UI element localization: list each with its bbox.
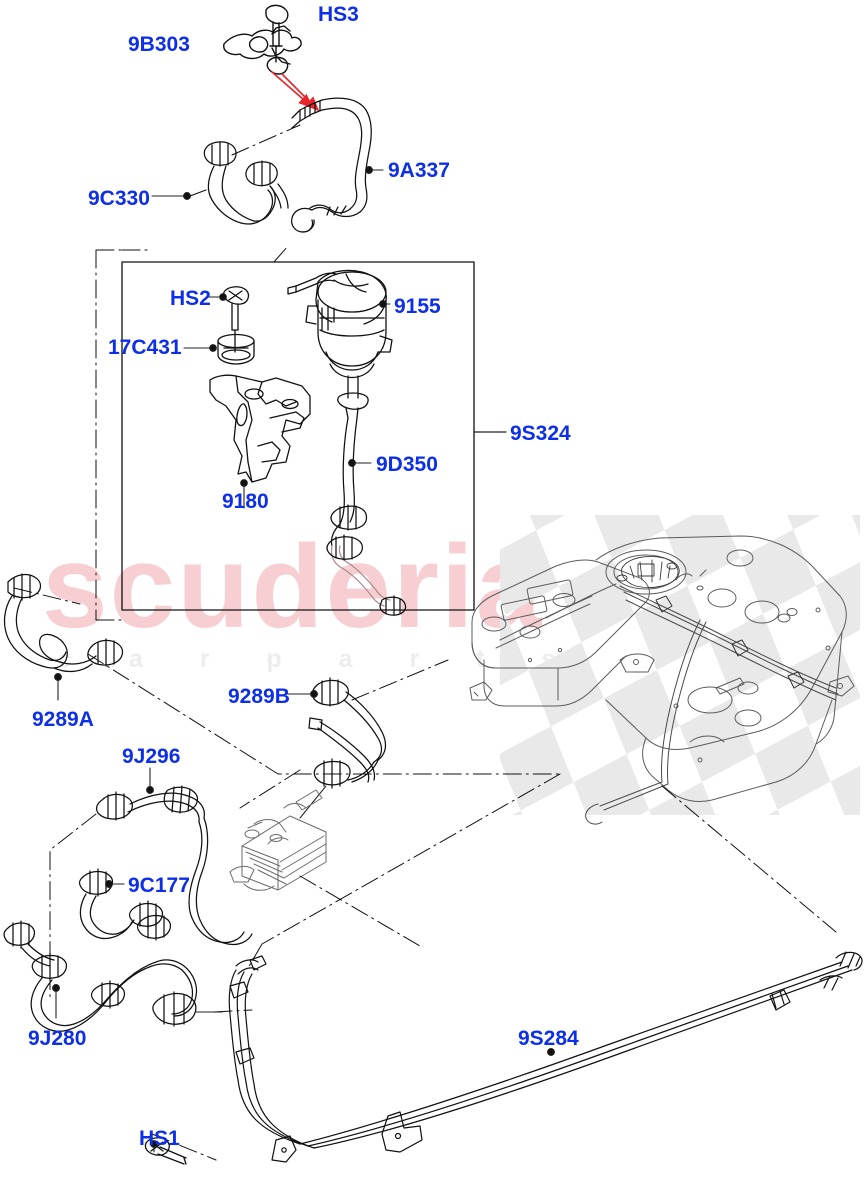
leader-9155 [379,300,391,308]
fuel-filter-9155 [287,269,393,419]
leader-9D350 [348,459,372,467]
dashdot-9289B [239,659,449,809]
callout-label-9S324[interactable]: 9S324 [510,422,571,445]
leader-9S284 [547,1048,555,1056]
leader-HS1 [150,1140,158,1153]
callout-label-9155[interactable]: 9155 [394,295,441,318]
leader-9180 [240,479,248,509]
dashdot-boundaries [151,773,837,1161]
bolt-HS3 [265,4,289,63]
fuel-cooler [229,789,327,891]
callout-label-9D350[interactable]: 9D350 [376,453,438,476]
callout-label-9C177[interactable]: 9C177 [128,874,190,897]
fuel-tank [469,535,855,803]
fuel-return-hose-9C330 [203,141,289,225]
callout-label-17C431[interactable]: 17C431 [108,336,182,359]
callout-label-9J280[interactable]: 9J280 [28,1027,87,1050]
callout-label-9289A[interactable]: 9289A [32,708,94,731]
bolt-HS1 [144,1137,187,1165]
assembly-box-dashdot-lead [95,245,289,621]
leader-17C431 [183,344,217,352]
bracket-nut-9B303 [266,56,289,75]
bolt-HS2 [223,286,250,353]
fuel-feed-hose-9A337 [290,97,372,233]
leader-9J280 [52,984,60,1019]
hose-9289B [308,677,387,789]
leader-9289B [285,690,318,698]
mounting-bracket-9180 [209,374,311,483]
bracket-9B303 [223,25,302,65]
callout-label-9289B[interactable]: 9289B [228,685,290,708]
callout-label-HS2[interactable]: HS2 [170,287,211,310]
leader-9A337 [365,166,384,174]
leader-9289A [54,673,62,701]
leader-9C177 [105,880,125,888]
dashdot-9289A [13,587,561,775]
isolator-17C431 [217,333,255,365]
leader-9C330 [151,189,207,200]
dashdot-9J280 [213,1009,253,1013]
cooler-hose-9J296 [95,785,253,946]
assembly-box-9S324 [121,261,475,611]
callout-label-HS1[interactable]: HS1 [139,1127,180,1150]
hose-9C177 [78,868,164,940]
fuel-pipe-9S284 [228,951,863,1163]
callout-label-9C330[interactable]: 9C330 [88,187,150,210]
callout-label-9B303[interactable]: 9B303 [128,33,190,56]
callout-label-9J296[interactable]: 9J296 [122,745,181,768]
callout-label-HS3[interactable]: HS3 [318,3,359,26]
leader-9J296 [146,767,154,794]
hose-9J280 [3,920,198,1032]
leader-HS2 [208,293,227,301]
callout-label-9S284[interactable]: 9S284 [518,1027,579,1050]
leader-9289B-to-cooler [299,785,327,819]
hose-9289A [3,573,124,673]
tank-fuel-pipes [585,585,839,825]
callout-label-9180[interactable]: 9180 [222,490,269,513]
outlet-pipe-9D350 [326,417,407,616]
dashdot-9J296 [49,813,97,1001]
callout-label-9A337[interactable]: 9A337 [388,159,450,182]
assembly-dashdot-top [231,124,301,156]
